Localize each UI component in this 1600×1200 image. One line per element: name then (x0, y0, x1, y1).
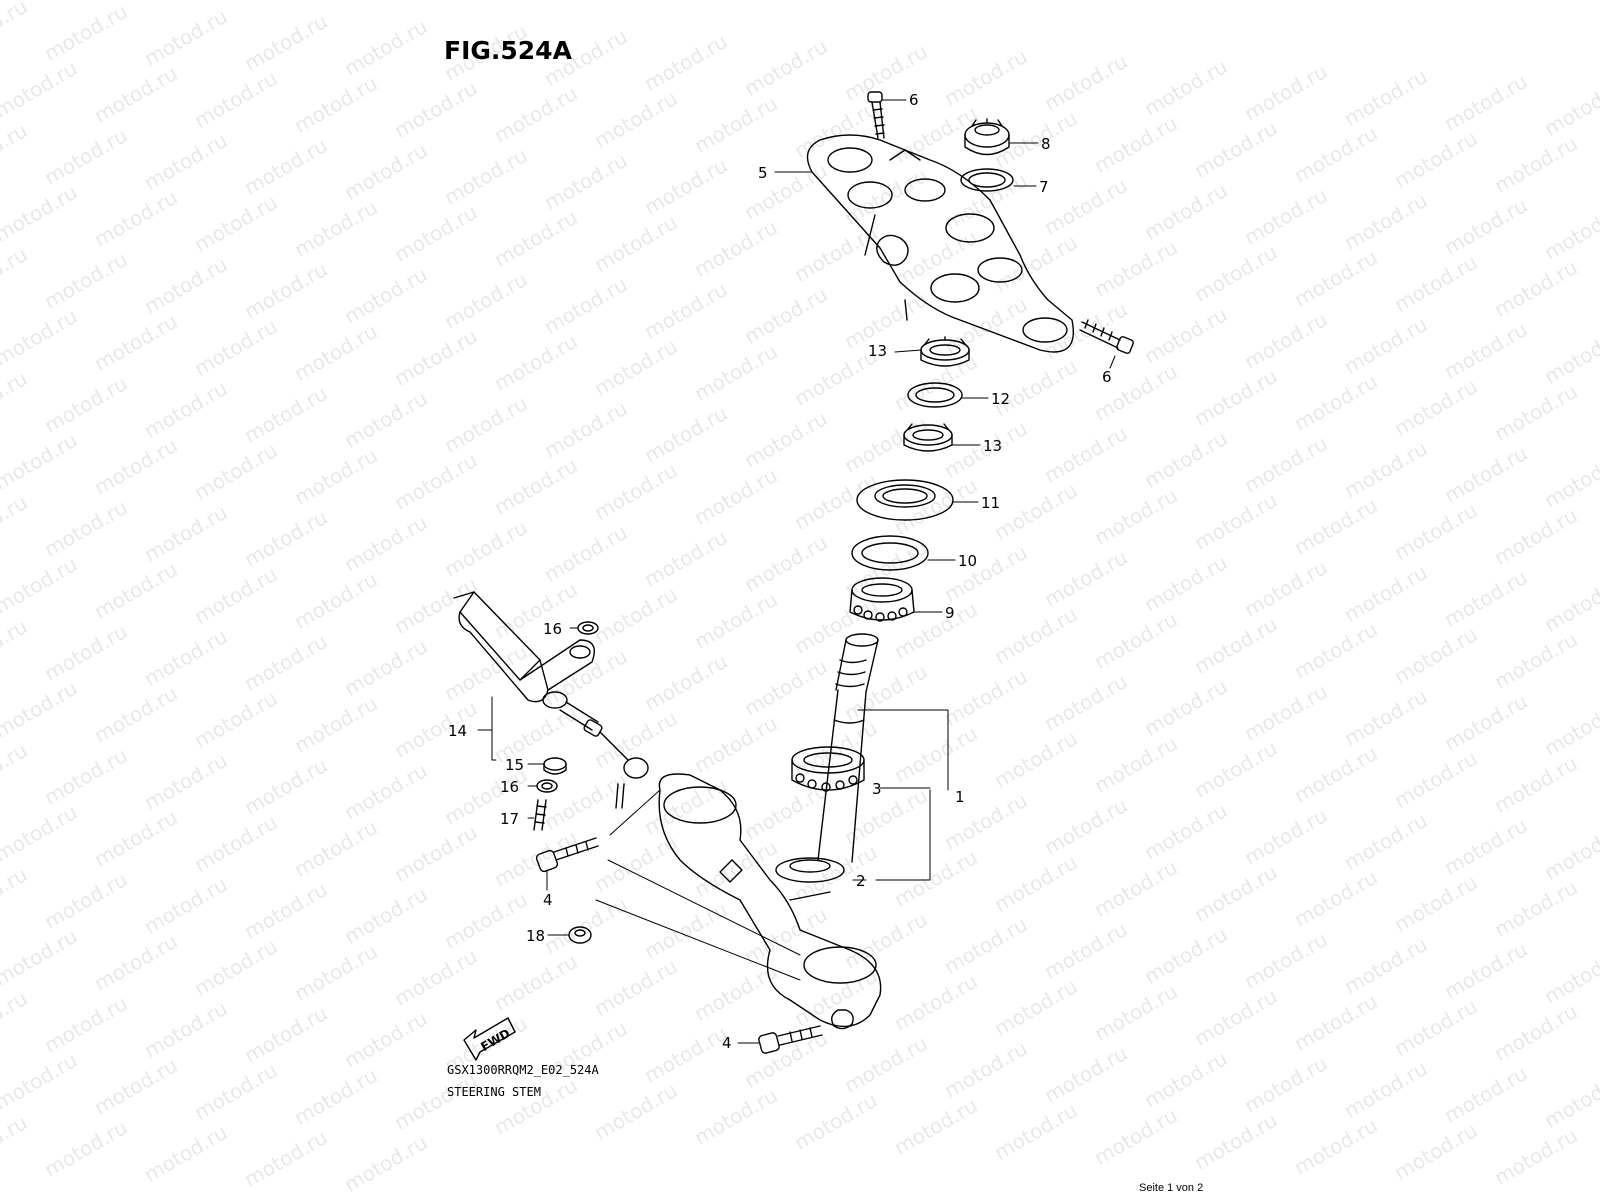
part-1-lower-bracket (658, 773, 882, 1030)
callout-part-6-top: 6 (909, 91, 919, 109)
figure-caption: STEERING STEM (447, 1085, 541, 1099)
part-6-bolt-right (1079, 319, 1134, 354)
part-10-washer (851, 535, 929, 571)
part-15-bushing (543, 757, 567, 775)
callout-part-6-right: 6 (1102, 368, 1112, 386)
model-code: GSX1300RRQM2_E02_524A (447, 1063, 599, 1077)
callout-part-8: 8 (1041, 135, 1051, 153)
callout-part-2: 2 (856, 872, 866, 890)
callout-part-11: 11 (981, 494, 1000, 512)
part-18-nut (568, 926, 592, 944)
part-16-washer-lower (536, 779, 558, 793)
page-number-footer: Seite 1 von 2 (1139, 1182, 1204, 1194)
callout-part-7: 7 (1039, 178, 1049, 196)
part-17-bolt (533, 799, 547, 831)
callout-part-5: 5 (758, 164, 768, 182)
part-12-washer (907, 382, 963, 408)
part-3-lower-bearing (791, 746, 865, 792)
part-1-steering-stem-shaft (817, 633, 879, 863)
part-16-washer-upper (577, 621, 599, 635)
fwd-label: FWD (478, 1026, 512, 1054)
callout-leader-lines (527, 99, 1116, 1044)
callout-part-12: 12 (991, 390, 1010, 408)
callout-part-9: 9 (945, 604, 955, 622)
part-13-lock-nut-upper (920, 336, 970, 367)
callout-part-14: 14 (448, 722, 467, 740)
callout-part-15: 15 (505, 756, 524, 774)
callout-part-10: 10 (958, 552, 977, 570)
callout-part-16-upper: 16 (543, 620, 562, 638)
part-13-lock-nut-lower (903, 423, 953, 452)
fwd-direction-arrow: FWD (463, 1017, 516, 1061)
figure-title: FIG.524A (444, 36, 572, 65)
callout-labels: 6 8 5 7 13 6 12 13 11 10 9 16 14 15 3 1 … (448, 91, 1112, 1052)
part-6-bolt-top (867, 91, 885, 139)
part-4-bolt-left (535, 837, 599, 873)
part-5-upper-bracket (806, 134, 1074, 353)
assembly-guide-lines (477, 696, 949, 981)
callout-part-3: 3 (872, 780, 882, 798)
part-11-dust-seal (856, 479, 954, 521)
callout-part-4-bottom: 4 (722, 1034, 732, 1052)
callout-part-4-left: 4 (543, 891, 553, 909)
part-9-upper-bearing (849, 577, 915, 622)
callout-part-13-lower: 13 (983, 437, 1002, 455)
part-4-bolt-bottom (758, 1025, 823, 1054)
callout-part-13-upper: 13 (868, 342, 887, 360)
part-7-washer (960, 168, 1014, 192)
part-2-seal (775, 857, 845, 883)
callout-part-16-lower: 16 (500, 778, 519, 796)
part-8-cap-nut (964, 118, 1010, 156)
callout-part-18: 18 (526, 927, 545, 945)
callout-part-17: 17 (500, 810, 519, 828)
callout-part-1: 1 (955, 788, 965, 806)
part-14-steering-damper (453, 591, 649, 809)
